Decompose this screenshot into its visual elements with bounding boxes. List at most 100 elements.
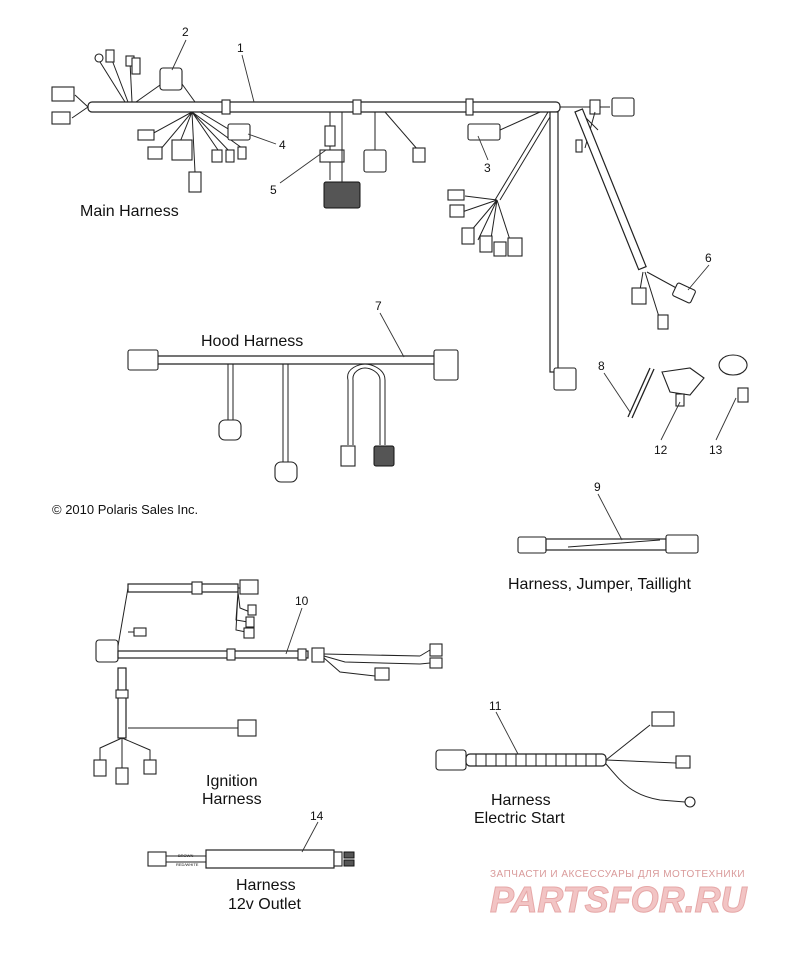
main-harness-trunk [87, 101, 561, 113]
outlet-harness-sleeve [205, 849, 335, 869]
connector [115, 767, 129, 785]
connector [461, 227, 475, 245]
callout-14: 14 [310, 809, 324, 823]
label-ignition-line1: Ignition [206, 773, 258, 790]
small-parts [627, 354, 749, 419]
trunk-clip [191, 581, 203, 595]
callout-1: 1 [237, 41, 244, 55]
ring-terminal [684, 796, 696, 808]
label-hood-harness: Hood Harness [201, 333, 303, 350]
connector [575, 139, 583, 153]
connector [517, 536, 547, 554]
connector [507, 237, 523, 257]
label-electric-start-line1: Harness [491, 792, 551, 809]
outlet-harness [147, 849, 355, 869]
connector [147, 851, 167, 867]
ignition-upper-trunk [127, 583, 239, 593]
trunk-clip [333, 851, 343, 867]
ignition-lower-trunk [117, 667, 127, 739]
jumper-taillight-harness [517, 534, 699, 554]
connector [429, 643, 443, 657]
connector [449, 204, 465, 218]
callout-5: 5 [270, 183, 277, 197]
connector [479, 235, 493, 253]
connector [363, 149, 387, 173]
connector [665, 534, 699, 554]
callout-9: 9 [594, 480, 601, 494]
connector [247, 604, 257, 616]
connector [127, 349, 159, 371]
module-connector [323, 181, 361, 209]
callout-8: 8 [598, 359, 605, 373]
wire-tag-red-white: RED/WHITE [176, 862, 199, 867]
hood-harness-trunk [154, 355, 441, 365]
spade-terminal [675, 755, 691, 769]
connector [435, 749, 467, 771]
callout-13: 13 [709, 443, 723, 457]
connector [143, 759, 157, 775]
connector [657, 314, 669, 330]
callout-2: 2 [182, 25, 189, 39]
ignition-main-trunk [117, 650, 309, 659]
sensor-connector [159, 67, 183, 91]
connector [237, 146, 247, 160]
ring-terminal [94, 53, 104, 63]
callout-12: 12 [654, 443, 668, 457]
ignition-switch-connector [95, 639, 119, 663]
connector [447, 189, 465, 201]
watermark-tagline: ЗАПЧАСТИ И АКСЕССУАРЫ ДЛЯ МОТОТЕХНИКИ [490, 869, 745, 880]
wire-tag-brown: BROWN [178, 853, 193, 858]
trunk-clip [352, 99, 362, 115]
connector [105, 49, 115, 63]
mounting-clamp [718, 354, 748, 376]
hood-harness [127, 349, 459, 483]
connector [239, 579, 259, 595]
cable-tie [627, 367, 651, 418]
connector [373, 445, 395, 467]
trunk-clip [297, 648, 307, 661]
connector [243, 627, 255, 639]
connector [589, 99, 601, 115]
connector [553, 367, 577, 391]
callout-3: 3 [484, 161, 491, 175]
trunk-clip [226, 648, 236, 661]
spade-terminal [343, 851, 355, 859]
connector [374, 667, 390, 681]
connector [611, 97, 635, 117]
clamp-tab [737, 387, 749, 403]
connector [131, 57, 141, 75]
connector [137, 129, 155, 141]
ignition-harness [93, 579, 443, 785]
label-jumper-taillight: Harness, Jumper, Taillight [508, 576, 691, 593]
trunk-clip [465, 98, 474, 116]
connector [245, 616, 255, 628]
electric-start-harness [435, 711, 696, 808]
connector [227, 123, 251, 141]
connector [340, 445, 356, 467]
callout-7: 7 [375, 299, 382, 313]
connector [211, 149, 223, 163]
connector [225, 149, 235, 163]
connector [311, 647, 325, 663]
connector [433, 349, 459, 381]
connector [188, 171, 202, 193]
connector [672, 282, 696, 304]
label-main-harness: Main Harness [80, 203, 179, 220]
leader-lines [171, 39, 737, 853]
bulb-socket [274, 461, 298, 483]
label-ignition-line2: Harness [202, 791, 262, 808]
connector [324, 125, 336, 147]
label-electric-start-line2: Electric Start [474, 810, 565, 827]
connector [133, 627, 147, 637]
callout-6: 6 [705, 251, 712, 265]
connector [493, 241, 507, 257]
main-harness [51, 49, 696, 391]
connector [147, 146, 163, 160]
relay-box [171, 139, 193, 161]
callout-4: 4 [279, 138, 286, 152]
callout-11: 11 [489, 699, 502, 713]
connector [237, 719, 257, 737]
connector [319, 149, 345, 163]
